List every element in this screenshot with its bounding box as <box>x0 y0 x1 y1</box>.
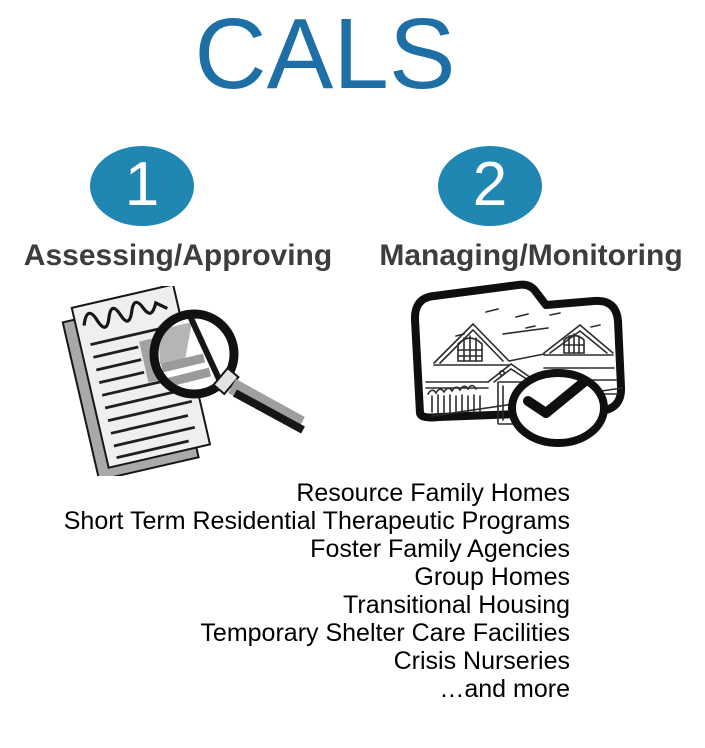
facility-list-item: Short Term Residential Therapeutic Progr… <box>63 507 570 535</box>
step-1-label: Assessing/Approving <box>23 239 333 272</box>
check-mark <box>523 377 589 418</box>
document-text-lines <box>90 323 196 460</box>
page-title: CALS <box>194 0 456 110</box>
facility-list-item: Foster Family Agencies <box>310 535 570 563</box>
facility-list-item: Transitional Housing <box>343 591 570 619</box>
document-magnifier-icon <box>61 286 305 476</box>
magnifier <box>149 309 305 434</box>
facility-list-item: Crisis Nurseries <box>393 647 570 675</box>
step-2-number: 2 <box>472 150 508 219</box>
step-1-number: 1 <box>124 150 160 219</box>
step-2-number-badge: 2 <box>438 146 542 226</box>
facility-list-item: Temporary Shelter Care Facilities <box>200 619 570 647</box>
facility-list-item: Resource Family Homes <box>296 479 570 507</box>
folder-house-check-icon <box>410 280 626 447</box>
check-ellipse <box>508 369 608 447</box>
step-1-number-badge: 1 <box>90 146 194 226</box>
step-2-label: Managing/Monitoring <box>379 239 683 272</box>
facility-list: Resource Family Homes Short Term Residen… <box>0 479 570 703</box>
facility-list-item: …and more <box>439 675 570 703</box>
facility-list-item: Group Homes <box>414 563 570 591</box>
